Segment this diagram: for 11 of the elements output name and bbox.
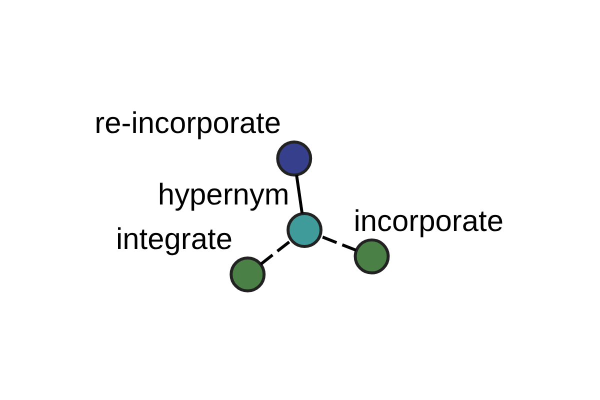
node-circle <box>286 212 322 248</box>
connector <box>319 234 357 252</box>
connector <box>295 174 304 214</box>
node-circle <box>230 256 266 292</box>
node-label: integrate <box>116 222 232 256</box>
node-label: incorporate <box>354 204 504 238</box>
node-label: hypernym <box>158 178 290 212</box>
node-label: re-incorporate <box>94 107 282 140</box>
connector <box>260 239 292 266</box>
node-circle <box>276 140 312 176</box>
node-circle <box>354 238 390 274</box>
